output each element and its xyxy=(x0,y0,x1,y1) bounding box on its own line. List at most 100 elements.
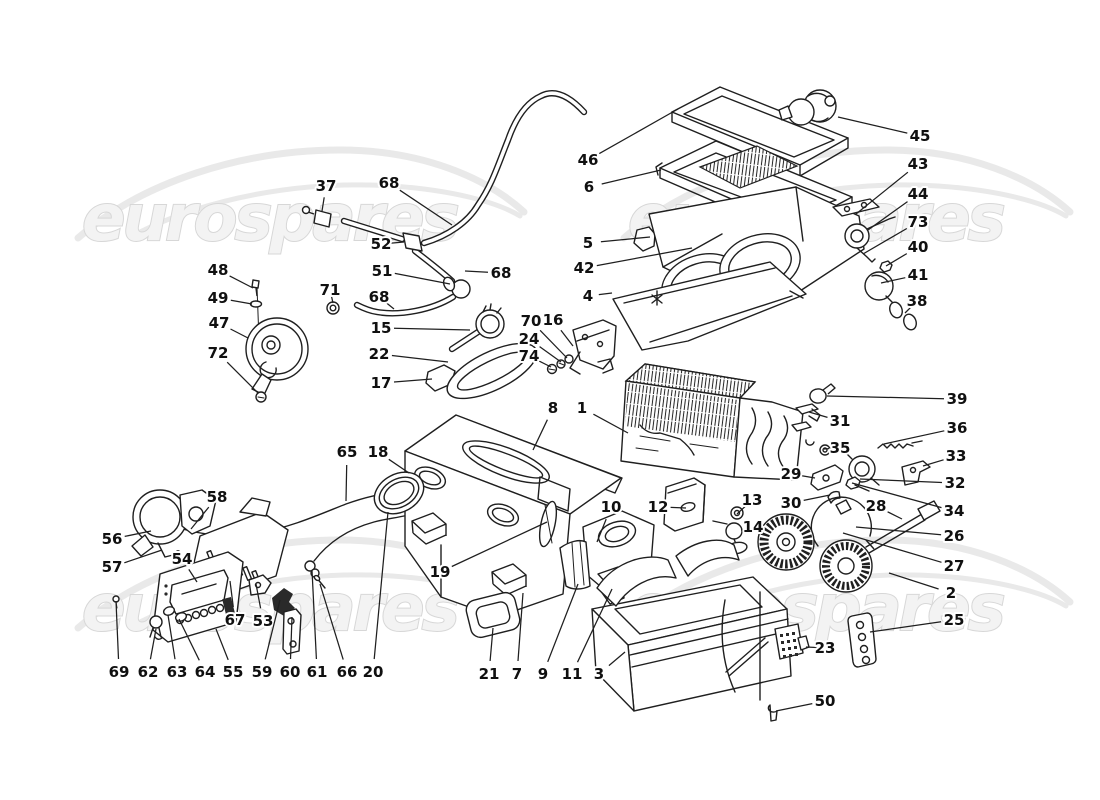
leader-line-74 xyxy=(538,360,552,368)
leader-line-32 xyxy=(859,478,943,484)
part-label-67: 67 xyxy=(225,611,246,629)
part-label-60: 60 xyxy=(280,663,301,681)
leader-line-69 xyxy=(115,600,120,660)
part-label-14: 14 xyxy=(743,518,764,536)
part-label-6: 6 xyxy=(584,178,594,196)
part-label-47: 47 xyxy=(209,314,230,332)
part-label-53: 53 xyxy=(253,612,274,630)
leader-line-38 xyxy=(904,305,913,314)
mounting-bracket-16-illustration xyxy=(546,319,617,375)
leader-line-39 xyxy=(826,395,945,400)
leader-line-11 xyxy=(576,588,613,663)
leader-line-45 xyxy=(837,116,908,134)
leader-line-67 xyxy=(229,580,234,608)
leader-line-3 xyxy=(608,651,626,667)
leader-line-68 xyxy=(385,301,395,310)
part-label-18: 18 xyxy=(368,443,389,461)
leader-line-2 xyxy=(888,572,939,590)
part-label-7: 7 xyxy=(512,665,522,683)
leader-line-20 xyxy=(373,511,389,660)
leader-line-26 xyxy=(855,526,942,536)
leader-line-48 xyxy=(229,275,254,289)
leader-line-10 xyxy=(596,518,607,543)
leader-line-42 xyxy=(596,247,693,267)
part-label-74: 74 xyxy=(519,347,540,365)
part-label-2: 2 xyxy=(946,584,956,602)
part-label-46: 46 xyxy=(578,151,599,169)
leader-line-18 xyxy=(388,458,410,474)
part-label-69: 69 xyxy=(109,663,130,681)
part-label-13: 13 xyxy=(742,491,763,509)
leader-line-51 xyxy=(394,272,451,285)
screw-50-illustration xyxy=(767,704,778,722)
vacuum-actuator-47-illustration xyxy=(245,279,309,403)
part-label-27: 27 xyxy=(944,557,965,575)
leader-line-15 xyxy=(393,327,471,331)
part-label-55: 55 xyxy=(223,663,244,681)
clamp-39 xyxy=(809,383,836,404)
part-label-40: 40 xyxy=(908,238,929,256)
leader-line-56 xyxy=(124,530,152,538)
leader-line-47 xyxy=(230,328,249,339)
part-label-38: 38 xyxy=(907,292,928,310)
leader-line-60 xyxy=(289,616,293,660)
heater-valve-15 xyxy=(475,309,505,339)
part-label-65: 65 xyxy=(337,443,358,461)
part-label-57: 57 xyxy=(102,558,123,576)
heater-valve-gasket-illustration xyxy=(425,303,538,400)
leader-line-4 xyxy=(598,292,613,296)
leader-line-5 xyxy=(600,236,651,243)
leader-line-52 xyxy=(391,241,405,244)
leader-line-28 xyxy=(887,511,903,520)
bulb-62 xyxy=(149,615,163,629)
vacuum-hose-assembly-illustration xyxy=(301,90,588,317)
tee-connector-52 xyxy=(402,232,423,252)
part-label-31: 31 xyxy=(830,412,851,430)
part-label-49: 49 xyxy=(208,289,229,307)
leader-line-27 xyxy=(842,532,942,563)
part-label-8: 8 xyxy=(548,399,558,417)
duct-piece-9 xyxy=(559,539,591,590)
leader-line-24 xyxy=(539,346,562,363)
blower-motor-illustration xyxy=(721,496,941,701)
part-label-54: 54 xyxy=(172,550,193,568)
leader-line-57 xyxy=(124,549,163,564)
part-label-66: 66 xyxy=(337,663,358,681)
leader-line-53 xyxy=(255,583,262,609)
leader-line-33 xyxy=(922,459,944,467)
part-label-23: 23 xyxy=(815,639,836,657)
check-valve-51 xyxy=(451,279,471,299)
leader-line-6 xyxy=(601,169,662,185)
leader-line-13 xyxy=(736,505,746,515)
leader-line-61 xyxy=(311,569,318,660)
part-label-25: 25 xyxy=(944,611,965,629)
leader-line-22 xyxy=(391,354,449,363)
bracket-33 xyxy=(901,460,931,486)
leader-line-12 xyxy=(670,506,687,509)
part-label-62: 62 xyxy=(138,663,159,681)
watermark-text: eurospares xyxy=(82,182,458,256)
leader-line-41 xyxy=(880,277,906,284)
part-label-9: 9 xyxy=(538,665,548,683)
leader-line-50 xyxy=(775,702,813,712)
part-label-33: 33 xyxy=(946,447,967,465)
part-label-36: 36 xyxy=(947,419,968,437)
leader-line-49 xyxy=(230,299,253,305)
part-label-59: 59 xyxy=(252,663,273,681)
leader-line-25 xyxy=(869,621,942,633)
clip-64 xyxy=(174,612,188,622)
leader-line-23 xyxy=(805,646,817,649)
leader-line-17 xyxy=(393,378,433,383)
leader-line-7 xyxy=(517,592,524,662)
part-label-61: 61 xyxy=(307,663,328,681)
leader-line-64 xyxy=(178,618,200,661)
leader-line-36 xyxy=(883,430,945,445)
bracket-29 xyxy=(810,464,844,491)
leader-line-1 xyxy=(593,413,629,434)
screw-70 xyxy=(564,354,574,364)
part-label-72: 72 xyxy=(208,344,229,362)
part-label-22: 22 xyxy=(369,345,390,363)
part-label-30: 30 xyxy=(781,494,802,512)
